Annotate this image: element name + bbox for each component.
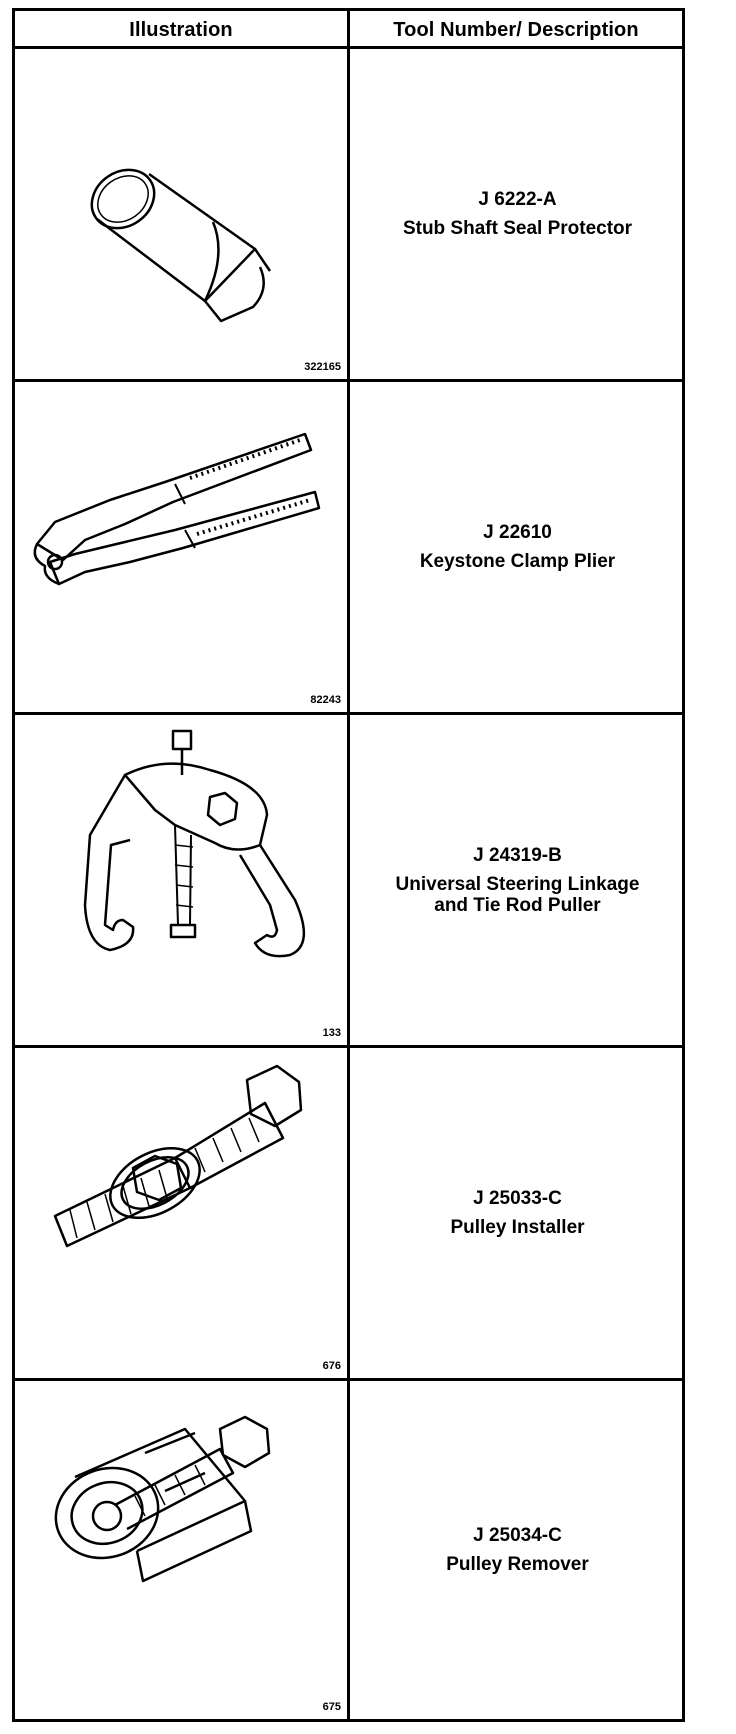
tool-description: Pulley Installer xyxy=(450,1217,585,1238)
figure-number: 675 xyxy=(322,1701,341,1713)
tool-description: Universal Steering Linkage and Tie Rod P… xyxy=(395,873,640,916)
row-divider xyxy=(12,712,685,715)
header-tool-number-description: Tool Number/ Description xyxy=(393,18,639,41)
tool-number: J 25033-C xyxy=(473,1188,562,1209)
tool-cell: J 22610 Keystone Clamp Plier xyxy=(353,382,682,712)
tool-description: Stub Shaft Seal Protector xyxy=(402,218,633,239)
tool-cell: J 25033-C Pulley Installer xyxy=(353,1048,682,1378)
tool-number: J 25034-C xyxy=(473,1525,562,1546)
pulley-remover-icon xyxy=(54,1415,271,1583)
tie-rod-puller-icon xyxy=(83,729,306,958)
clamp-plier-icon xyxy=(33,432,321,586)
row-divider xyxy=(12,379,685,382)
tool-number: J 6222-A xyxy=(478,189,557,210)
illustration-cell: 322165 xyxy=(15,49,347,379)
tool-number: J 24319-B xyxy=(473,844,562,866)
seal-protector-icon xyxy=(90,168,272,323)
illustration-cell: 676 xyxy=(15,1048,347,1378)
row-divider xyxy=(12,1378,685,1381)
pulley-installer-icon xyxy=(53,1064,303,1248)
illustration-cell: 82243 xyxy=(15,382,347,712)
tool-cell: J 25034-C Pulley Remover xyxy=(353,1381,682,1719)
tool-description: Keystone Clamp Plier xyxy=(419,551,616,572)
figure-number: 82243 xyxy=(310,694,341,706)
figure-number: 133 xyxy=(322,1027,341,1039)
tool-cell: J 6222-A Stub Shaft Seal Protector xyxy=(353,49,682,379)
header-illustration: Illustration xyxy=(129,18,233,41)
header-divider xyxy=(12,46,685,49)
illustration-cell: 133 xyxy=(15,715,347,1045)
figure-number: 676 xyxy=(322,1360,341,1372)
illustration-cell: 675 xyxy=(15,1381,347,1719)
tool-cell: J 24319-B Universal Steering Linkage and… xyxy=(353,715,682,1045)
row-divider xyxy=(12,1045,685,1048)
tool-number: J 22610 xyxy=(483,522,552,543)
column-divider xyxy=(347,8,350,1722)
figure-number: 322165 xyxy=(304,361,341,373)
table-border-left xyxy=(12,8,15,1722)
tool-description: Pulley Remover xyxy=(446,1554,589,1575)
table-border-right xyxy=(682,8,685,1722)
